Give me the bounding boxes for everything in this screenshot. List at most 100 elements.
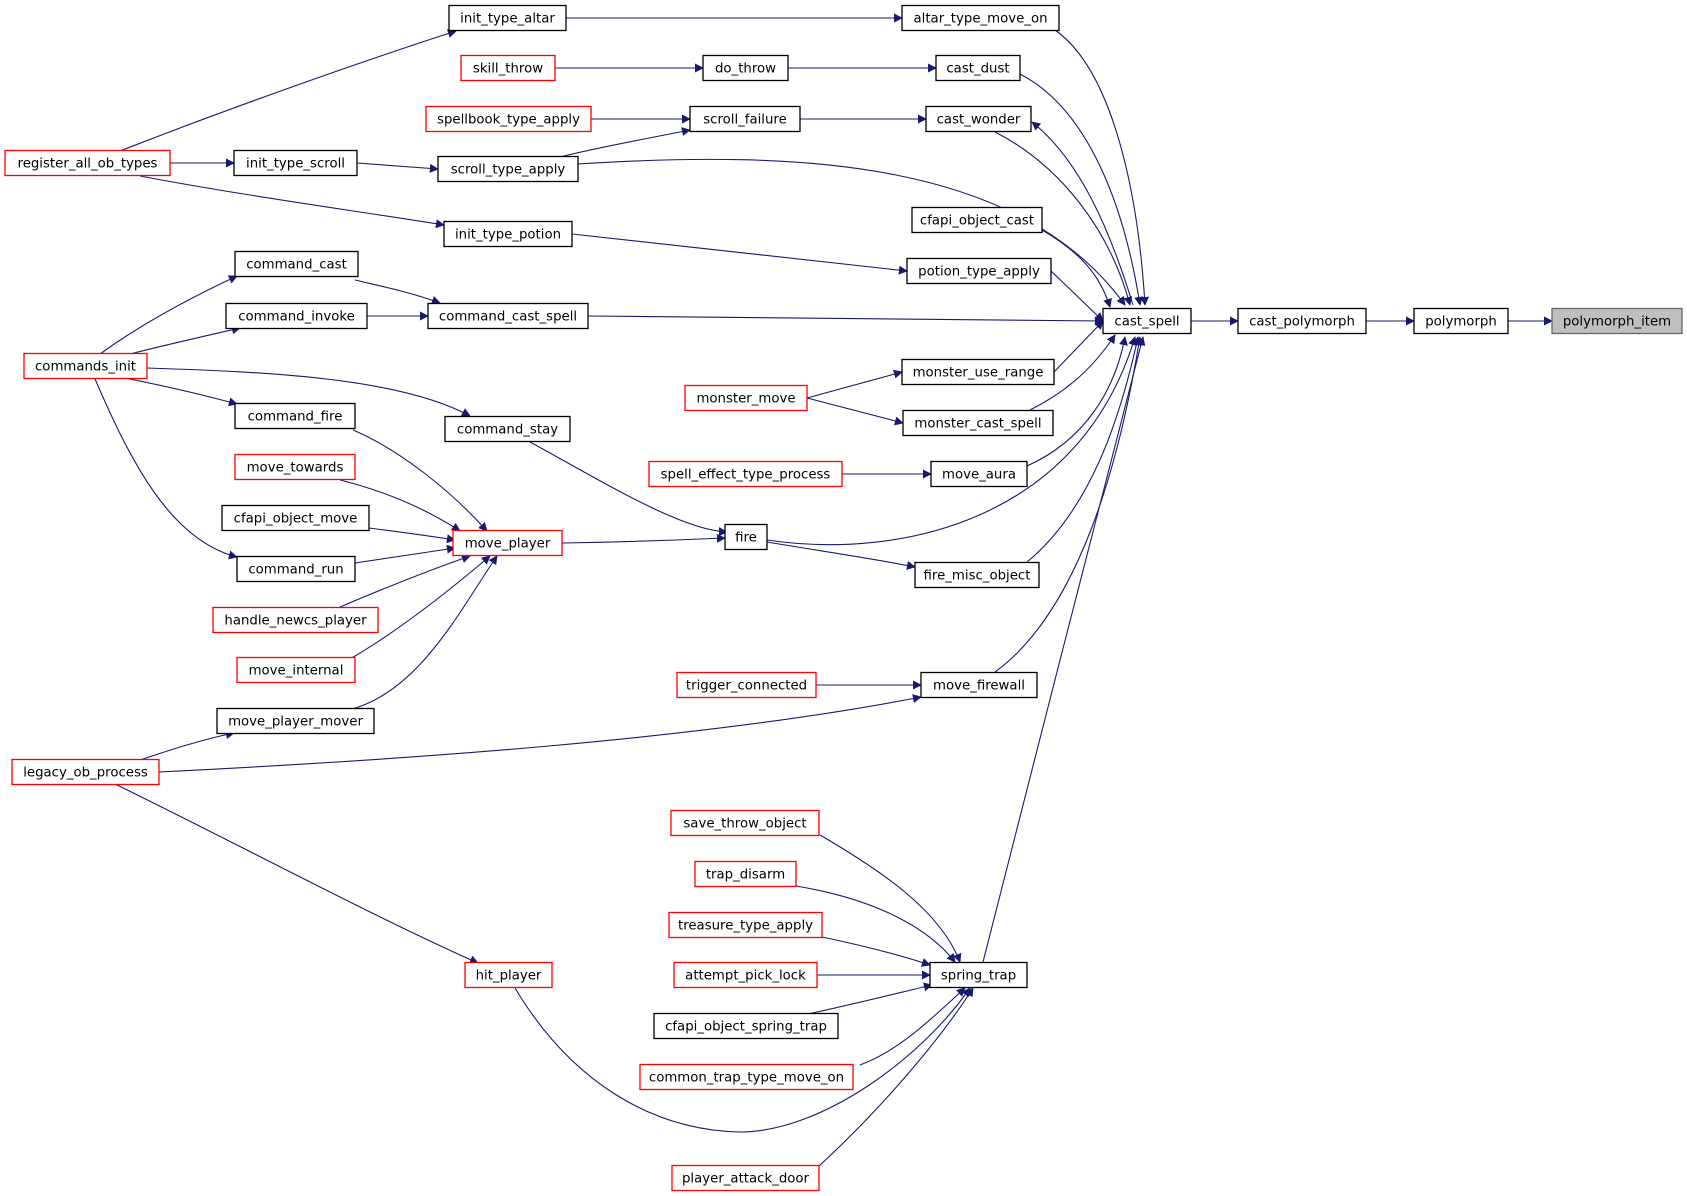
node-label: fire_misc_object	[924, 569, 1031, 584]
node-polymorph[interactable]: polymorph	[1413, 307, 1509, 335]
edge-monster-cast-spell-to-cast-spell	[1029, 334, 1116, 411]
node-register-all-ob-types[interactable]: register_all_ob_types	[4, 149, 171, 177]
node-command-run[interactable]: command_run	[236, 555, 356, 583]
node-move-towards[interactable]: move_towards	[234, 453, 356, 481]
node-move-player[interactable]: move_player	[452, 529, 563, 557]
node-label: trigger_connected	[686, 679, 807, 694]
node-monster-use-range[interactable]: monster_use_range	[901, 358, 1055, 386]
node-cast-spell[interactable]: cast_spell	[1102, 307, 1192, 335]
node-cfapi-object-cast[interactable]: cfapi_object_cast	[911, 206, 1043, 234]
node-monster-cast-spell[interactable]: monster_cast_spell	[902, 409, 1054, 437]
node-label: do_throw	[715, 62, 776, 77]
node-box	[676, 671, 817, 699]
node-commands-init[interactable]: commands_init	[23, 352, 148, 380]
node-box	[925, 105, 1032, 133]
node-command-fire[interactable]: command_fire	[234, 402, 356, 430]
node-attempt-pick-lock[interactable]: attempt_pick_lock	[673, 961, 818, 989]
node-spellbook-type-apply[interactable]: spellbook_type_apply	[425, 105, 592, 133]
edge-move-internal-to-move-player	[349, 555, 491, 660]
node-init-type-altar[interactable]: init_type_altar	[448, 4, 567, 32]
node-label: spring_trap	[941, 969, 1016, 984]
node-label: handle_newcs_player	[224, 614, 367, 629]
edge-commands-init-to-command-stay	[146, 367, 471, 417]
node-cast-dust[interactable]: cast_dust	[935, 54, 1021, 82]
node-box	[1413, 307, 1509, 335]
edge-common-trap-type-move-on-to-spring-trap	[859, 987, 966, 1066]
node-fire-misc-object[interactable]: fire_misc_object	[914, 561, 1040, 589]
node-box	[724, 523, 768, 551]
node-polymorph-item[interactable]: polymorph_item	[1551, 307, 1683, 335]
node-move-aura[interactable]: move_aura	[930, 460, 1028, 488]
node-do-throw[interactable]: do_throw	[702, 54, 789, 82]
node-label: cast_dust	[946, 62, 1009, 77]
node-init-type-scroll[interactable]: init_type_scroll	[233, 149, 358, 177]
node-box	[929, 961, 1028, 989]
node-cast-polymorph[interactable]: cast_polymorph	[1237, 307, 1367, 335]
node-move-player-mover[interactable]: move_player_mover	[216, 707, 375, 735]
node-save-throw-object[interactable]: save_throw_object	[670, 809, 820, 837]
node-box	[443, 220, 573, 248]
node-label: move_player	[465, 537, 551, 552]
edge-save-throw-object-to-spring-trap	[819, 834, 962, 963]
node-box	[236, 656, 356, 684]
node-handle-newcs-player[interactable]: handle_newcs_player	[212, 606, 379, 634]
node-cfapi-object-move[interactable]: cfapi_object_move	[221, 504, 370, 532]
node-box	[212, 606, 379, 634]
node-label: cfapi_object_move	[234, 512, 358, 527]
node-label: altar_type_move_on	[913, 12, 1047, 27]
edge-legacy-ob-process-to-hit-player	[114, 783, 479, 964]
node-label: monster_use_range	[913, 366, 1044, 381]
node-legacy-ob-process[interactable]: legacy_ob_process	[11, 758, 160, 786]
node-hit-player[interactable]: hit_player	[464, 961, 553, 989]
node-player-attack-door[interactable]: player_attack_door	[671, 1164, 820, 1192]
node-monster-move[interactable]: monster_move	[684, 384, 808, 412]
node-label: save_throw_object	[683, 817, 806, 832]
node-scroll-failure[interactable]: scroll_failure	[689, 105, 801, 133]
node-potion-type-apply[interactable]: potion_type_apply	[906, 257, 1052, 285]
node-label: skill_throw	[473, 62, 543, 77]
node-scroll-type-apply[interactable]: scroll_type_apply	[437, 155, 579, 183]
edge-command-stay-to-fire	[529, 441, 728, 537]
node-fire[interactable]: fire	[724, 523, 768, 551]
edge-monster-move-to-monster-use-range	[806, 369, 903, 399]
node-spell-effect-type-process[interactable]: spell_effect_type_process	[648, 460, 843, 488]
node-box	[673, 961, 818, 989]
node-box	[233, 149, 358, 177]
node-cast-wonder[interactable]: cast_wonder	[925, 105, 1032, 133]
node-common-trap-type-move-on[interactable]: common_trap_type_move_on	[639, 1063, 854, 1091]
edge-legacy-ob-process-to-move-player-mover	[139, 730, 235, 761]
node-box	[668, 911, 823, 939]
node-spring-trap[interactable]: spring_trap	[929, 961, 1028, 989]
node-treasure-type-apply[interactable]: treasure_type_apply	[668, 911, 823, 939]
node-init-type-potion[interactable]: init_type_potion	[443, 220, 573, 248]
edge-commands-init-to-command-fire	[124, 377, 238, 407]
node-label: command_stay	[457, 423, 558, 438]
node-box	[1102, 307, 1192, 335]
node-label: cfapi_object_cast	[920, 214, 1034, 229]
edge-hit-player-to-spring-trap	[514, 987, 971, 1133]
node-command-cast[interactable]: command_cast	[234, 250, 359, 278]
edge-move-player-to-fire	[561, 533, 726, 544]
node-move-internal[interactable]: move_internal	[236, 656, 356, 684]
node-label: command_cast_spell	[439, 310, 577, 325]
node-box	[221, 504, 370, 532]
node-label: init_type_potion	[455, 228, 561, 243]
node-label: move_player_mover	[228, 715, 363, 730]
edge-commands-init-to-command-invoke	[129, 325, 241, 355]
node-label: init_type_scroll	[246, 157, 345, 172]
node-command-stay[interactable]: command_stay	[444, 415, 571, 443]
node-label: cfapi_object_spring_trap	[665, 1020, 827, 1035]
node-label: scroll_type_apply	[451, 163, 566, 178]
node-altar-type-move-on[interactable]: altar_type_move_on	[901, 4, 1060, 32]
edge-cfapi-object-move-to-move-player	[368, 527, 456, 544]
edge-register-all-ob-types-to-init-type-altar	[119, 29, 457, 152]
node-cfapi-object-spring-trap[interactable]: cfapi_object_spring_trap	[653, 1012, 839, 1040]
node-trigger-connected[interactable]: trigger_connected	[676, 671, 817, 699]
node-skill-throw[interactable]: skill_throw	[460, 54, 556, 82]
node-trap-disarm[interactable]: trap_disarm	[694, 860, 797, 888]
node-command-invoke[interactable]: command_invoke	[225, 302, 368, 330]
node-command-cast-spell[interactable]: command_cast_spell	[427, 302, 589, 330]
node-move-firewall[interactable]: move_firewall	[920, 671, 1038, 699]
node-box	[225, 302, 368, 330]
node-box	[684, 384, 808, 412]
